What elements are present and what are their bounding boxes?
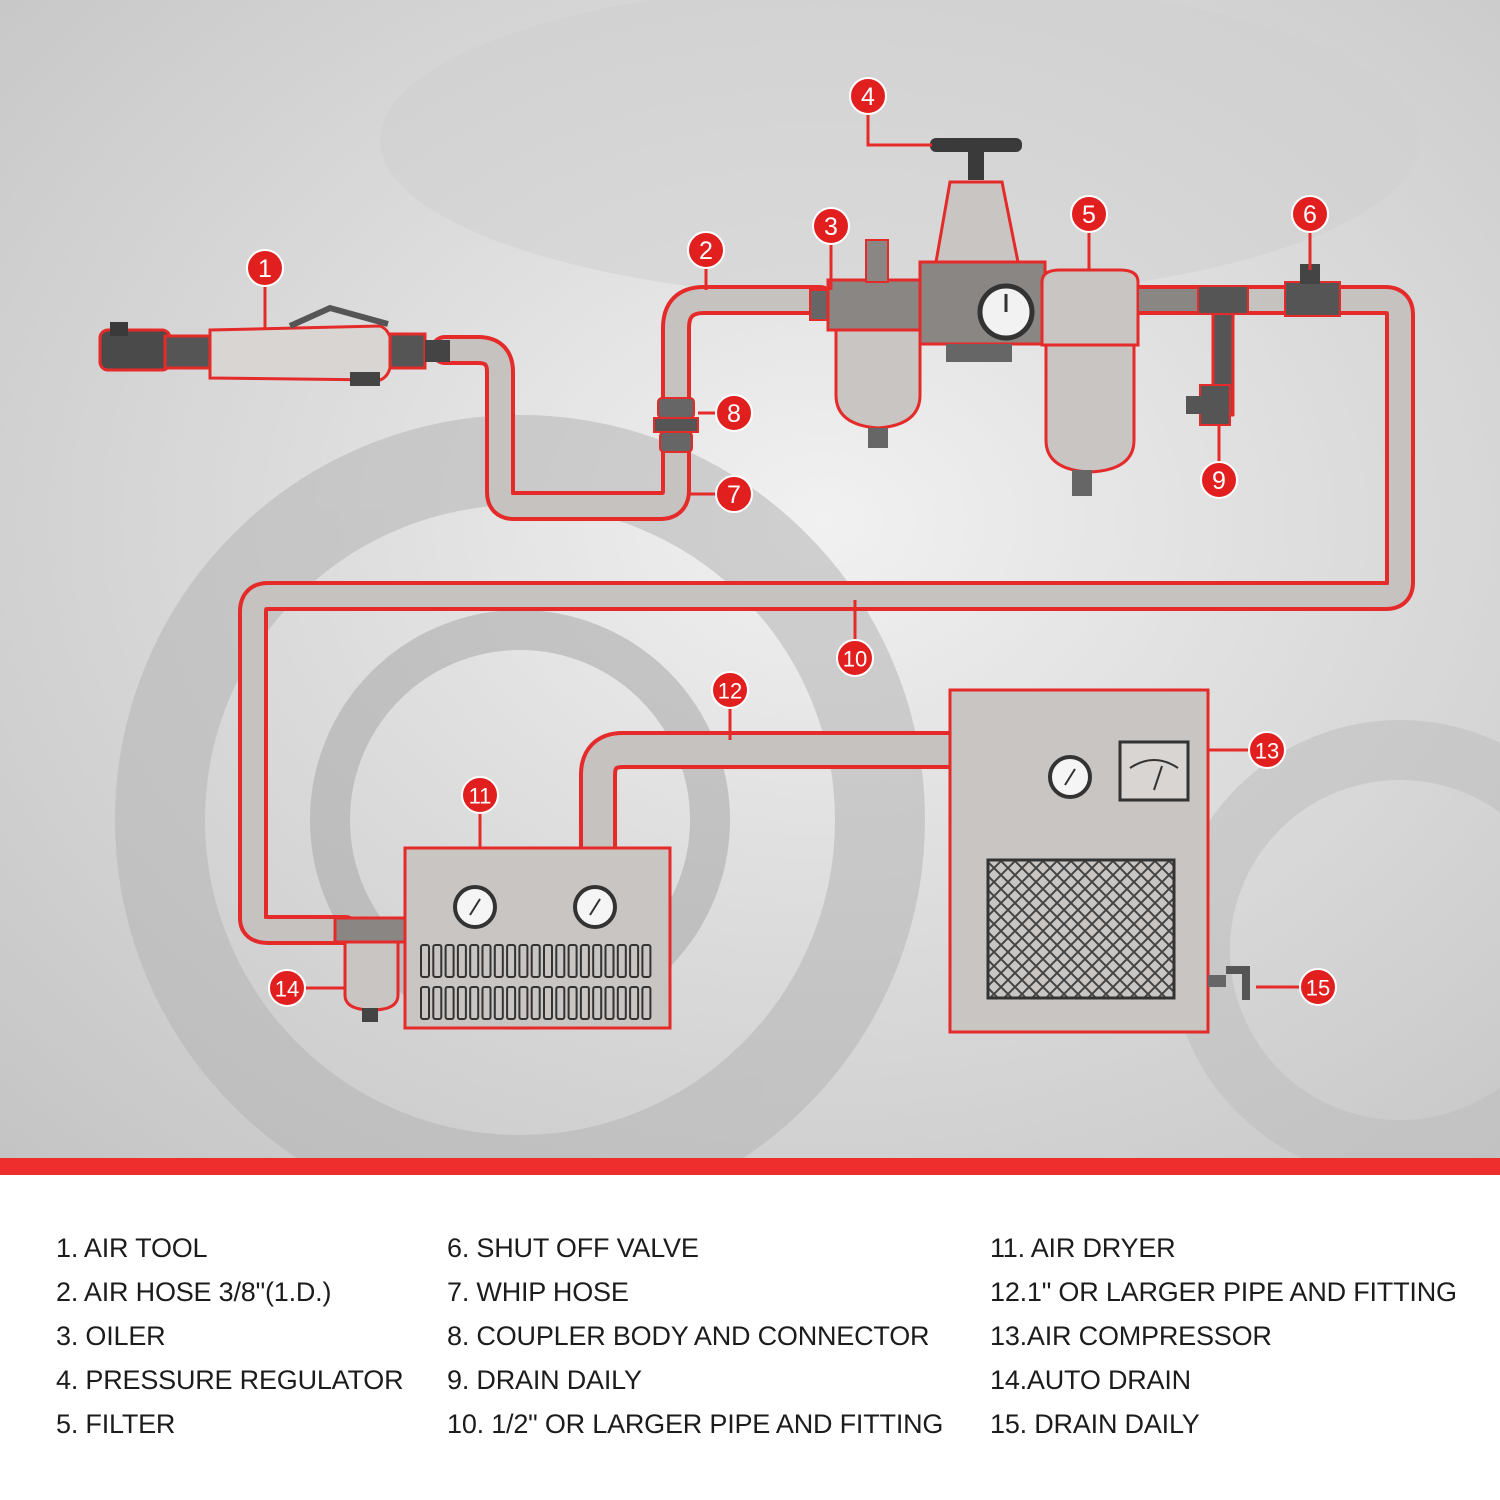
- vent-slot: [530, 986, 541, 1020]
- vent-slot: [592, 986, 603, 1020]
- callout-9: 9: [1200, 461, 1238, 499]
- callout-2-label: 2: [699, 237, 713, 265]
- legend-item: 10. 1/2" OR LARGER PIPE AND FITTING: [447, 1409, 944, 1439]
- vent-slot: [616, 986, 627, 1020]
- air-compressor: [948, 688, 1250, 1034]
- vent-slot: [641, 986, 652, 1020]
- vent-slot: [518, 986, 529, 1020]
- vent-slot: [469, 944, 480, 978]
- legend-item: 14.AUTO DRAIN: [990, 1365, 1191, 1395]
- diagram-area: 1 2 3 4 5 6 7 8 9 10 11 12 13 14 15: [0, 0, 1500, 1158]
- vent-slot: [432, 986, 443, 1020]
- vent-slot: [444, 986, 455, 1020]
- vent-slot: [456, 986, 467, 1020]
- vent-slot: [481, 944, 492, 978]
- vent-slot: [555, 944, 566, 978]
- auto-drain: [333, 916, 407, 1022]
- callout-12: 12: [711, 671, 749, 709]
- callout-2: 2: [687, 231, 725, 269]
- callout-6-label: 6: [1303, 201, 1317, 229]
- callout-1-label: 1: [258, 255, 272, 283]
- callout-8: 8: [715, 394, 753, 432]
- legend-item: 8. COUPLER BODY AND CONNECTOR: [447, 1321, 930, 1351]
- legend: 1. AIR TOOL 2. AIR HOSE 3/8"(1.D.) 3. OI…: [0, 1175, 1500, 1500]
- legend-item: 7. WHIP HOSE: [447, 1277, 629, 1307]
- legend-item: 15. DRAIN DAILY: [990, 1409, 1200, 1439]
- vent-slot: [456, 944, 467, 978]
- callout-13-label: 13: [1255, 739, 1279, 764]
- legend-item: 1. AIR TOOL: [56, 1233, 208, 1263]
- vent-slot: [579, 944, 590, 978]
- legend-item: 9. DRAIN DAILY: [447, 1365, 642, 1395]
- callout-1: 1: [246, 249, 284, 287]
- legend-item: 11. AIR DRYER: [990, 1233, 1176, 1263]
- vent-slot: [592, 944, 603, 978]
- vent-slot: [530, 944, 541, 978]
- vent-slot: [444, 944, 455, 978]
- vent-slot: [469, 986, 480, 1020]
- red-divider: [0, 1158, 1500, 1175]
- vent-slot: [420, 986, 430, 1020]
- callout-14: 14: [268, 969, 306, 1007]
- air-system-diagram: 1 2 3 4 5 6 7 8 9 10 11 12 13 14 15: [98, 0, 1500, 1158]
- callout-4-label: 4: [861, 83, 875, 111]
- legend-item: 5. FILTER: [56, 1409, 176, 1439]
- shutoff-valve: [1284, 264, 1341, 317]
- legend-item: 3. OILER: [56, 1321, 166, 1351]
- vent-slot: [579, 986, 590, 1020]
- vent-slot: [518, 944, 529, 978]
- callout-8-label: 8: [727, 400, 741, 428]
- legend-item: 13.AIR COMPRESSOR: [990, 1321, 1272, 1351]
- vent-slot: [641, 944, 652, 978]
- vent-slot: [493, 986, 504, 1020]
- legend-item: 6. SHUT OFF VALVE: [447, 1233, 699, 1263]
- vent-slot: [604, 944, 615, 978]
- callout-10-label: 10: [843, 647, 867, 672]
- vent-slot: [555, 986, 566, 1020]
- legend-column-1: 1. AIR TOOL 2. AIR HOSE 3/8"(1.D.) 3. OI…: [56, 1230, 404, 1450]
- vent-slot: [432, 944, 443, 978]
- vent-slot: [567, 986, 578, 1020]
- callout-markers: 1 2 3 4 5 6 7 8 9 10 11 12 13 14 15: [246, 77, 1337, 1007]
- callout-15-label: 15: [1306, 976, 1330, 1001]
- vent-slot: [493, 944, 504, 978]
- callout-5-label: 5: [1082, 201, 1096, 229]
- callout-10: 10: [836, 639, 874, 677]
- coupler: [653, 397, 699, 453]
- air-dryer: [403, 846, 672, 1030]
- callout-3-label: 3: [824, 213, 838, 241]
- drain-valve-9: [1186, 285, 1249, 426]
- legend-item: 2. AIR HOSE 3/8"(1.D.): [56, 1277, 332, 1307]
- callout-13: 13: [1248, 731, 1286, 769]
- vent-slot: [506, 986, 517, 1020]
- vent-slot: [604, 986, 615, 1020]
- vent-slot: [616, 944, 627, 978]
- vent-slot: [629, 986, 640, 1020]
- callout-7: 7: [715, 475, 753, 513]
- vent-slot: [543, 986, 553, 1020]
- vent-slot: [420, 944, 430, 978]
- vent-slot: [567, 944, 578, 978]
- callout-6: 6: [1291, 195, 1329, 233]
- frl-unit: [809, 138, 1199, 496]
- air-tool: [98, 304, 450, 386]
- callout-7-label: 7: [727, 481, 741, 509]
- vent-slot: [543, 944, 553, 978]
- callout-9-label: 9: [1212, 467, 1226, 495]
- legend-column-2: 6. SHUT OFF VALVE 7. WHIP HOSE 8. COUPLE…: [447, 1230, 943, 1450]
- legend-item: 12.1" OR LARGER PIPE AND FITTING: [990, 1277, 1457, 1307]
- callout-11: 11: [461, 776, 499, 814]
- callout-12-label: 12: [718, 679, 742, 704]
- legend-column-3: 11. AIR DRYER 12.1" OR LARGER PIPE AND F…: [990, 1230, 1457, 1450]
- legend-item: 4. PRESSURE REGULATOR: [56, 1365, 404, 1395]
- callout-4: 4: [849, 77, 887, 115]
- vent-slot: [481, 986, 492, 1020]
- callout-5: 5: [1070, 195, 1108, 233]
- callout-15: 15: [1299, 968, 1337, 1006]
- vent-slot: [629, 944, 640, 978]
- callout-11-label: 11: [469, 784, 492, 809]
- callout-14-label: 14: [275, 977, 299, 1002]
- vent-slot: [506, 944, 517, 978]
- callout-3: 3: [812, 207, 850, 245]
